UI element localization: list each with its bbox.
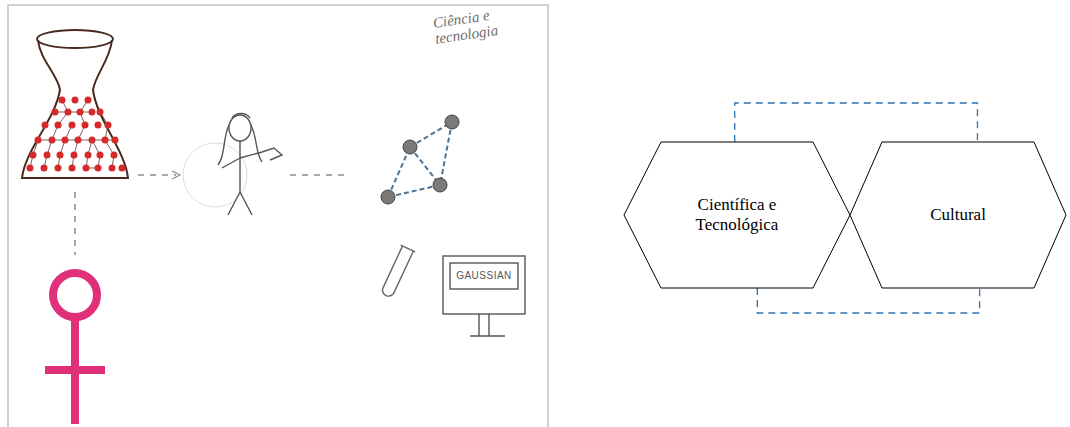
stick-figure: [218, 114, 282, 216]
red-dot: [85, 152, 92, 159]
red-dot: [77, 109, 84, 116]
red-dot: [112, 137, 119, 144]
dashed-connector: [757, 288, 979, 313]
red-dot: [57, 152, 64, 159]
bond-line: [388, 147, 410, 197]
node-label: Cultural: [930, 205, 986, 225]
bond-line: [440, 122, 452, 185]
screen-text: GAUSSIAN: [450, 270, 518, 281]
monitor-base: [470, 335, 505, 336]
red-dot: [49, 137, 56, 144]
red-dot: [42, 122, 49, 129]
red-dot: [59, 97, 66, 104]
red-dot: [102, 137, 109, 144]
hexagon-outline: [850, 142, 1066, 288]
link-line: [58, 125, 72, 168]
red-dot: [72, 97, 79, 104]
red-dot: [97, 152, 104, 159]
red-dot: [44, 152, 51, 159]
red-dot: [85, 97, 92, 104]
red-dot: [52, 109, 59, 116]
red-dot: [27, 165, 34, 172]
monitor-frame: [443, 256, 525, 314]
small-arrowhead: [172, 171, 180, 179]
red-dot: [89, 109, 96, 116]
tube-outline: [381, 246, 414, 298]
red-dot: [55, 165, 62, 172]
red-dot: [65, 109, 72, 116]
atom-circle: [403, 140, 417, 154]
red-dot: [69, 165, 76, 172]
vase-rim: [37, 30, 113, 48]
red-dot: [69, 122, 76, 129]
tube-rim: [401, 245, 416, 252]
particle-links: [30, 100, 115, 168]
hexagon-node: Científica e Tecnológica: [624, 142, 850, 288]
node-label: Científica e Tecnológica: [672, 195, 802, 236]
monitor-stand: [478, 314, 479, 336]
red-dot: [41, 165, 48, 172]
vase-drawing: [22, 30, 128, 178]
sketch-dashes: [75, 175, 345, 255]
red-dot: [95, 165, 102, 172]
paper-sheet: [8, 5, 548, 427]
atom-circle: [433, 178, 447, 192]
red-dot: [55, 122, 62, 129]
hexagon-outline: [624, 142, 850, 288]
red-dot: [62, 137, 69, 144]
red-dot: [89, 137, 96, 144]
dashed-connector: [735, 103, 978, 142]
red-dot: [35, 137, 42, 144]
dashed-line: [290, 174, 345, 176]
red-dot: [119, 165, 126, 172]
computer-monitor: [443, 256, 525, 336]
red-dot: [111, 152, 118, 159]
monitor-screen: [450, 263, 518, 289]
red-dot: [109, 165, 116, 172]
figure-body: [239, 141, 240, 192]
red-dot: [75, 137, 82, 144]
dashed-line: [74, 192, 76, 255]
red-dot: [95, 122, 102, 129]
figure-arm: [240, 148, 282, 160]
red-dot: [105, 122, 112, 129]
vase-outline: [22, 40, 128, 178]
link-line: [44, 100, 68, 168]
red-dots: [27, 97, 126, 172]
molecule-drawing: [381, 115, 459, 204]
symbol-ring: [53, 273, 97, 317]
symbol-bar: [45, 366, 105, 374]
red-dot: [82, 122, 89, 129]
red-dot: [83, 165, 90, 172]
female-symbol: [45, 273, 105, 424]
dashed-line: [138, 174, 176, 176]
figure-arm: [222, 158, 240, 168]
figure-leg: [228, 192, 240, 215]
link-line: [30, 125, 45, 168]
bond-line: [388, 185, 440, 197]
monitor-stand: [488, 314, 489, 336]
red-dot: [30, 152, 37, 159]
figure-leg: [240, 192, 252, 215]
test-tube: [379, 245, 415, 299]
atom-circle: [445, 115, 459, 129]
hexagon-node: Cultural: [850, 142, 1066, 288]
figure-head: [229, 115, 251, 141]
red-dot: [71, 152, 78, 159]
atom-circle: [381, 190, 395, 204]
link-line: [55, 112, 92, 113]
red-dot: [97, 109, 104, 116]
